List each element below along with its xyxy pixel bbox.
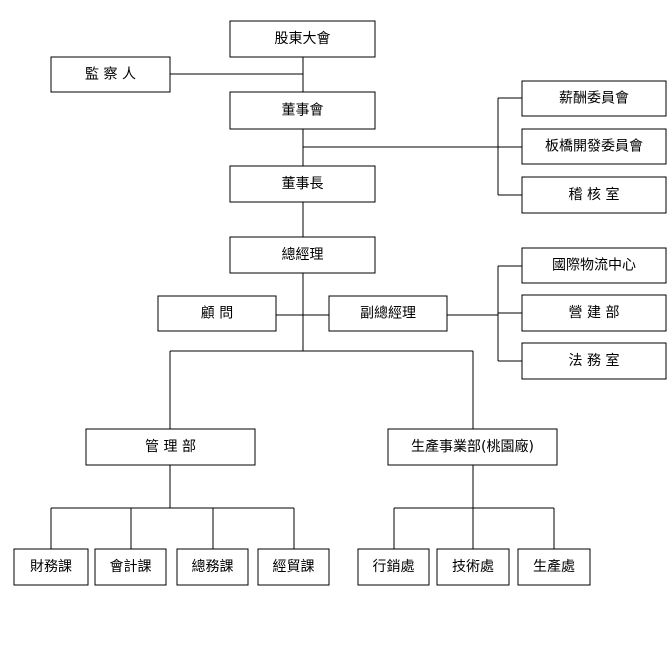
- node-international-logistics-center: 國際物流中心: [521, 247, 667, 284]
- node-construction-dept: 營 建 部: [521, 294, 667, 332]
- node-production-business-dept: 生產事業部(桃園廠): [387, 428, 558, 466]
- node-label: 經貿課: [273, 559, 315, 575]
- node-label: 顧 問: [201, 306, 233, 322]
- node-advisor: 顧 問: [157, 295, 277, 332]
- node-label: 股東大會: [275, 31, 331, 47]
- node-label: 營 建 部: [569, 305, 620, 321]
- node-label: 行銷處: [373, 559, 415, 575]
- node-shareholders-meeting: 股東大會: [229, 20, 376, 58]
- node-banqiao-development-committee: 板橋開發委員會: [521, 128, 667, 165]
- node-label: 董事會: [282, 103, 324, 119]
- node-management-dept: 管 理 部: [85, 428, 256, 466]
- node-business-section: 經貿課: [257, 548, 330, 586]
- connectors: [50, 57, 555, 549]
- node-finance-section: 財務課: [13, 548, 89, 586]
- node-label: 董事長: [282, 176, 324, 192]
- node-label: 薪酬委員會: [559, 91, 629, 107]
- node-label: 總務課: [192, 558, 234, 575]
- node-label: 技術處: [452, 559, 494, 575]
- node-label: 財務課: [30, 559, 72, 575]
- node-audit-office: 稽 核 室: [521, 176, 667, 214]
- node-label: 監 察 人: [85, 66, 136, 83]
- node-production-office: 生產處: [517, 548, 591, 586]
- node-marketing-office: 行銷處: [357, 548, 430, 586]
- node-label: 板橋開發委員會: [545, 139, 643, 155]
- node-label: 總經理: [282, 246, 324, 263]
- node-technology-office: 技術處: [436, 548, 510, 586]
- node-general-affairs-section: 總務課: [176, 548, 249, 586]
- node-accounting-section: 會計課: [94, 548, 167, 586]
- node-remuneration-committee: 薪酬委員會: [521, 80, 667, 117]
- node-label: 生產事業部(桃園廠): [411, 438, 534, 455]
- node-deputy-general-manager: 副總經理: [328, 295, 448, 332]
- node-legal-office: 法 務 室: [521, 342, 667, 380]
- node-chairman: 董事長: [229, 165, 376, 203]
- node-label: 副總經理: [360, 305, 416, 322]
- node-label: 生產處: [533, 558, 575, 575]
- node-label: 法 務 室: [569, 352, 620, 369]
- node-label: 會計課: [110, 559, 152, 575]
- node-supervisor: 監 察 人: [50, 56, 171, 93]
- node-label: 國際物流中心: [552, 258, 636, 274]
- node-general-manager: 總經理: [229, 236, 376, 274]
- node-label: 稽 核 室: [569, 186, 620, 203]
- node-board-of-directors: 董事會: [229, 91, 376, 130]
- node-label: 管 理 部: [145, 439, 196, 455]
